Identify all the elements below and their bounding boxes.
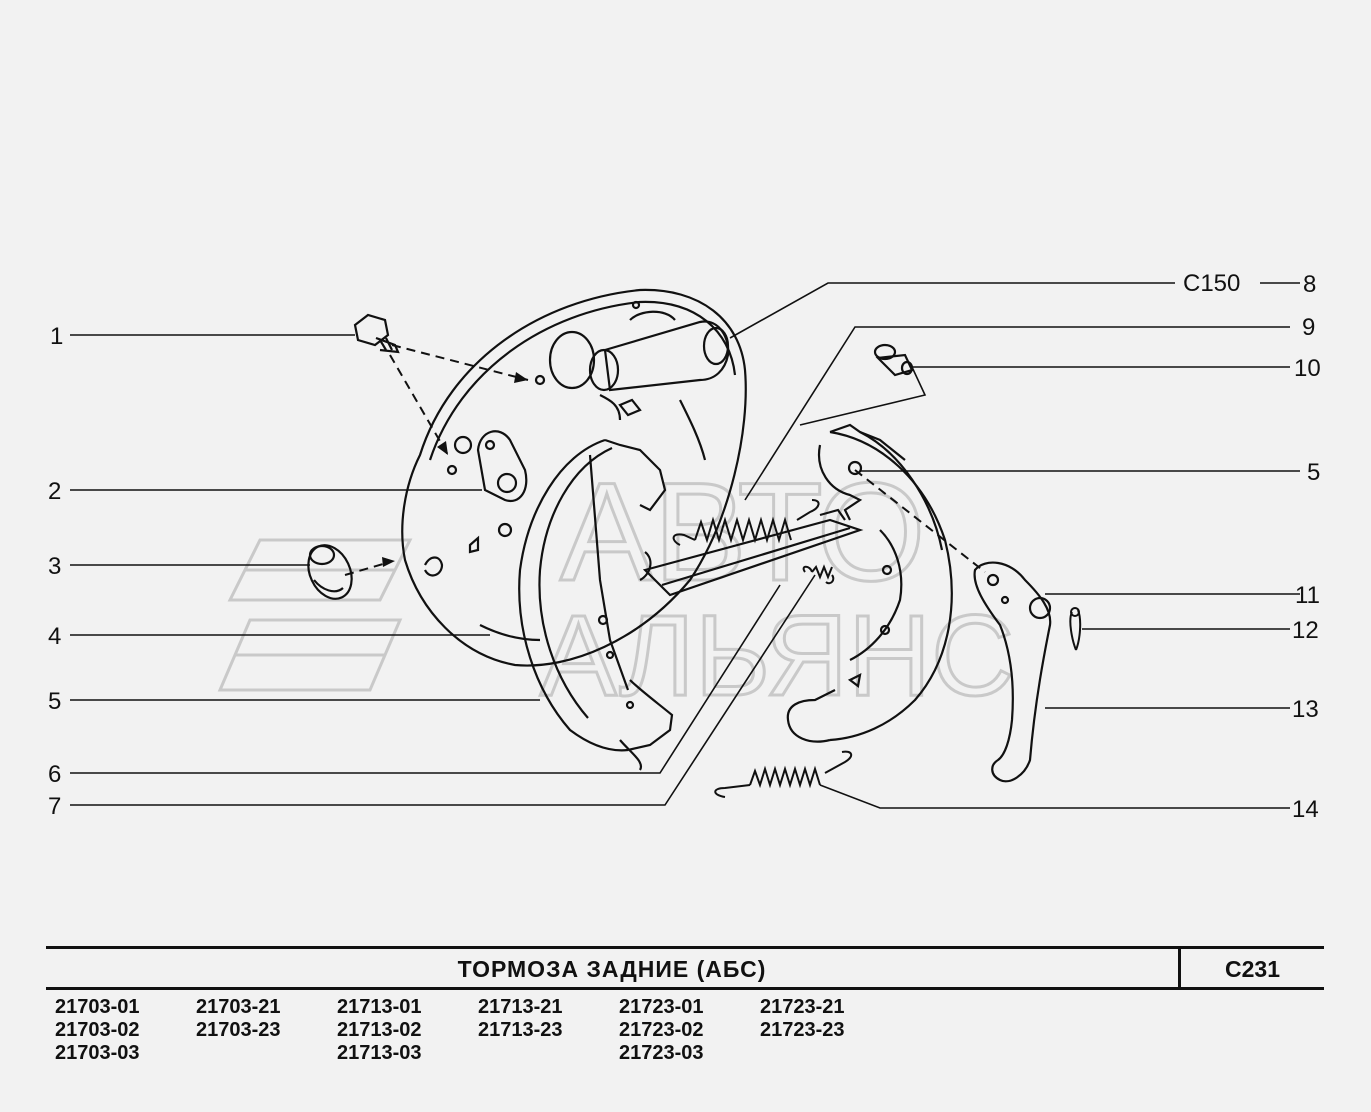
model-code: 21703-23 [196,1019,281,1041]
model-code: 21713-03 [337,1042,422,1064]
bolt-arrows [344,344,529,576]
small-spring [802,564,835,585]
title-block: ТОРМОЗА ЗАДНИЕ (АБС) С231 [46,946,1324,990]
model-list: 21703-01 21703-02 21703-03 21703-21 2170… [55,996,955,1076]
model-code: 21703-01 [55,996,140,1018]
model-column-2: 21703-21 21703-23 [196,996,336,1042]
model-column-1: 21703-01 21703-02 21703-03 [55,996,195,1065]
model-code: 21723-01 [619,996,704,1018]
callout-12: 12 [1292,617,1319,644]
leader-lines [70,282,1300,809]
model-code: 21713-21 [478,996,563,1018]
backing-plate [401,288,747,667]
watermark-line2: АЛЬЯНС [540,592,1014,720]
model-code: 21723-21 [760,996,845,1018]
callout-10: 10 [1294,355,1321,382]
wheel-cylinder [588,300,730,417]
model-code: 21703-03 [55,1042,140,1064]
left-brake-shoe [518,438,674,771]
model-code: 21713-02 [337,1019,422,1041]
callout-8: 8 [1303,271,1316,298]
callout-2: 2 [48,478,61,505]
anchor-bracket [476,430,528,503]
title-divider [1178,949,1181,987]
parking-lever [973,561,1052,783]
callout-8-code: C150 [1183,270,1240,297]
model-code: 21723-03 [619,1042,704,1064]
lower-spring [714,750,853,798]
watermark-logo-icon [217,538,413,692]
model-column-6: 21723-21 21723-23 [760,996,900,1042]
model-code: 21713-01 [337,996,422,1018]
pin [873,343,914,377]
callout-1: 1 [50,323,63,350]
watermark-line1: АВТО [560,453,926,610]
model-code: 21723-23 [760,1019,845,1041]
callout-13: 13 [1292,696,1319,723]
upper-spring [672,499,820,546]
model-code: 21703-21 [196,996,281,1018]
callout-3: 3 [48,553,61,580]
callout-11: 11 [1295,582,1320,609]
callout-14: 14 [1292,796,1319,823]
callout-7: 7 [48,793,61,820]
model-code: 21703-02 [55,1019,140,1041]
cotter-pin [1069,607,1082,651]
bolt [353,313,400,354]
model-column-5: 21723-01 21723-02 21723-03 [619,996,759,1065]
page-title: ТОРМОЗА ЗАДНИЕ (АБС) [457,956,767,982]
rubber-plug [307,544,353,600]
callout-numbers: 1 2 3 4 5 6 7 C150 8 9 10 5 11 12 13 14 [48,270,1321,823]
callout-5-right: 5 [1307,459,1320,486]
sheet-code: С231 [1225,956,1280,982]
brake-assembly-diagram: АВТО АЛЬЯНС [48,270,1321,823]
callout-4: 4 [48,623,61,650]
model-column-4: 21713-21 21713-23 [478,996,618,1042]
watermark: АВТО АЛЬЯНС [217,452,1016,722]
pin-dashed-path [854,469,986,573]
right-brake-shoe [786,423,953,743]
callout-6: 6 [48,761,61,788]
model-code: 21713-23 [478,1019,563,1041]
model-column-3: 21713-01 21713-02 21713-03 [337,996,477,1065]
model-code: 21723-02 [619,1019,704,1041]
callout-5-left: 5 [48,688,61,715]
callout-9: 9 [1302,314,1315,341]
